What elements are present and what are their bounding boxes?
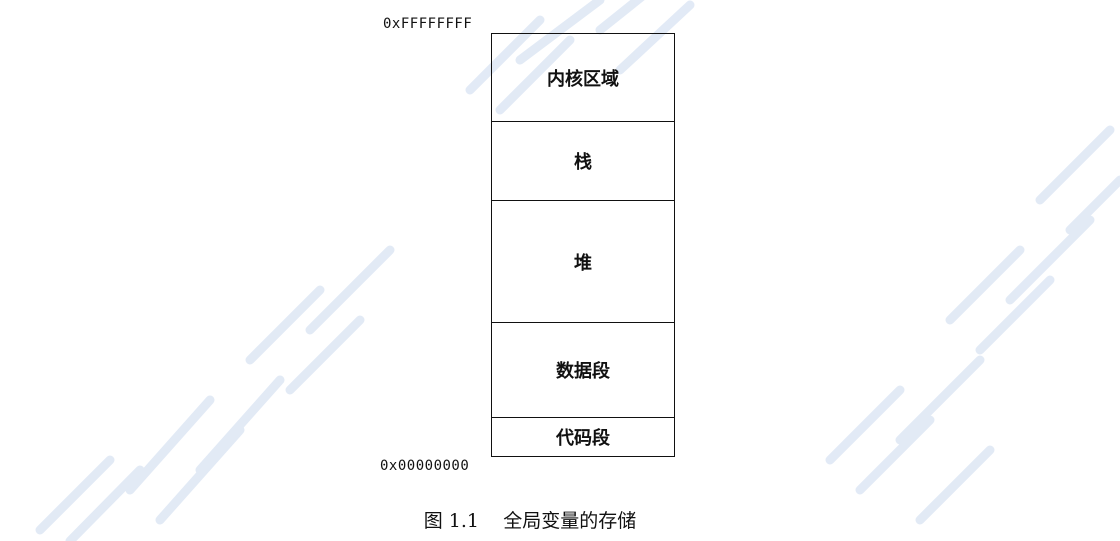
stack-segment: 栈	[492, 122, 674, 201]
code-segment: 代码段	[492, 418, 674, 456]
caption-title: 全局变量的存储	[503, 510, 637, 532]
segment-label: 栈	[574, 152, 592, 173]
segment-label: 代码段	[556, 428, 610, 449]
segment-label: 内核区域	[547, 68, 619, 90]
memory-layout-diagram: 内核区域 栈 堆 数据段 代码段	[491, 33, 675, 457]
data-segment: 数据段	[492, 323, 674, 418]
heap-segment: 堆	[492, 201, 674, 323]
top-address-label: 0xFFFFFFFF	[383, 16, 473, 32]
segment-label: 堆	[574, 252, 592, 274]
caption-number: 图 1.1	[423, 510, 480, 532]
figure-caption: 图 1.1 全局变量的存储	[0, 506, 1060, 533]
bottom-address-label: 0x00000000	[380, 458, 470, 474]
kernel-region-segment: 内核区域	[492, 34, 674, 122]
segment-label: 数据段	[556, 361, 610, 382]
